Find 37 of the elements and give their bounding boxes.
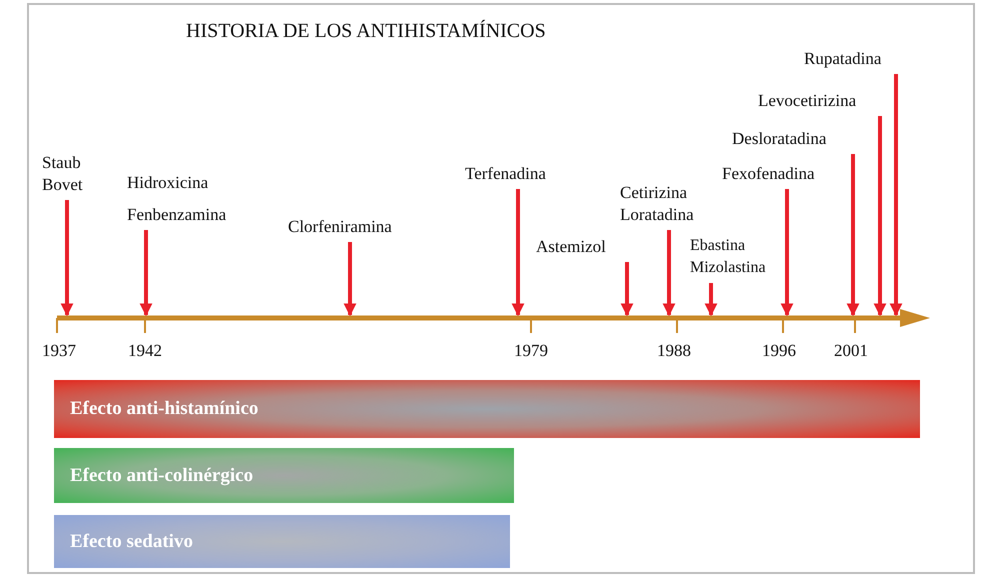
drug-label: Clorfeniramina: [288, 216, 420, 238]
drug-label: Astemizol: [536, 236, 626, 258]
drug-label: Fenbenzamina: [127, 204, 228, 226]
bar-label: Efecto sedativo: [69, 530, 193, 552]
arrow: [620, 262, 634, 316]
arrow: [344, 242, 356, 316]
timeline-axis: [56, 309, 930, 333]
diagram-title: HISTORIA DE LOS ANTIHISTAMÍNICOS: [186, 20, 546, 42]
arrow: [890, 74, 902, 316]
bar-label: Efecto anti-histamínico: [69, 398, 258, 420]
arrow: [60, 200, 74, 316]
year-label: 1996: [762, 340, 796, 362]
year-label: 1937: [42, 340, 76, 362]
effect-bar: [54, 448, 514, 503]
arrow: [846, 154, 860, 316]
drug-label: Ebastina Mizolastina: [690, 235, 778, 279]
effect-bar: [54, 515, 510, 568]
drug-label: Terfenadina: [465, 163, 567, 185]
drug-label: Fexofenadina: [722, 163, 840, 185]
drug-label: Desloratadina: [732, 128, 852, 150]
year-label: 1988: [657, 340, 691, 362]
arrow: [780, 189, 794, 316]
effect-bar: [54, 380, 920, 438]
drug-label: Staub Bovet: [42, 152, 96, 196]
bar-label: Efecto anti-colinérgico: [69, 464, 254, 486]
drug-label: Levocetirizina: [758, 90, 884, 112]
arrow: [704, 283, 718, 316]
year-label: 1942: [128, 340, 162, 362]
arrow: [662, 230, 676, 316]
drug-label: Hidroxicina: [127, 172, 210, 194]
arrow: [874, 116, 886, 316]
arrow: [512, 189, 524, 316]
drug-label: Rupatadina: [804, 48, 902, 70]
year-label: 2001: [834, 340, 868, 362]
drug-label: Cetirizina Loratadina: [620, 182, 716, 226]
year-label: 1979: [514, 340, 548, 362]
arrow: [140, 230, 152, 316]
